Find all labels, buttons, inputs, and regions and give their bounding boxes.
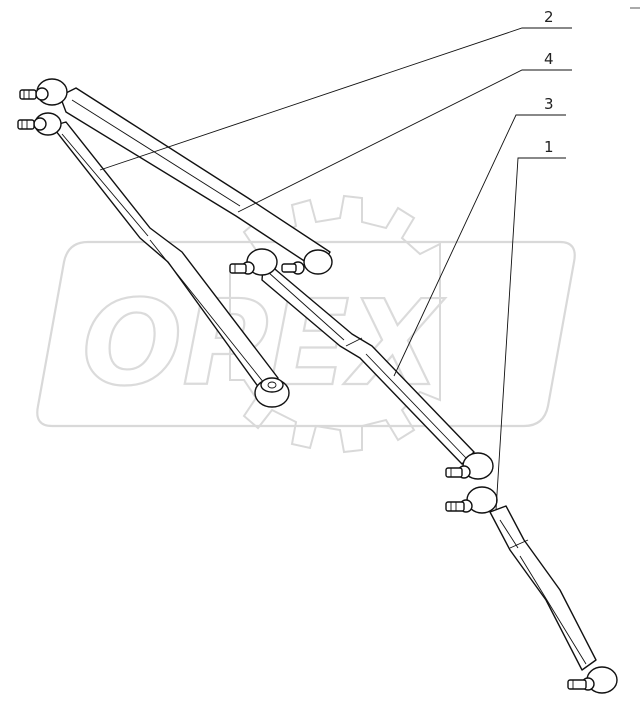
rod-1-lower-joint	[567, 666, 618, 694]
rod-4-upper-joint	[19, 78, 68, 106]
leader-2	[99, 27, 572, 171]
rod-4-lower-joint	[281, 249, 333, 275]
leader-1	[495, 157, 566, 511]
rod-3	[229, 248, 494, 480]
callout-1: 1	[544, 138, 554, 156]
callout-2: 2	[544, 8, 554, 26]
leader-lines	[99, 27, 572, 511]
leader-4	[237, 69, 572, 213]
rod-4	[19, 78, 333, 275]
rod-1-upper-joint	[445, 486, 498, 514]
watermark: OPEX	[36, 194, 576, 454]
rod-2	[17, 112, 290, 408]
rod-3-upper-joint	[229, 248, 278, 276]
leader-3	[393, 114, 566, 377]
rod-2-lower-joint	[254, 377, 290, 408]
callout-3: 3	[544, 95, 554, 113]
watermark-plate	[36, 240, 576, 428]
rod-3-lower-joint	[445, 452, 494, 480]
callouts: 2 4 3 1	[544, 8, 554, 156]
rod-1	[445, 486, 618, 694]
rod-2-upper-joint	[17, 112, 62, 136]
callout-4: 4	[544, 50, 554, 68]
